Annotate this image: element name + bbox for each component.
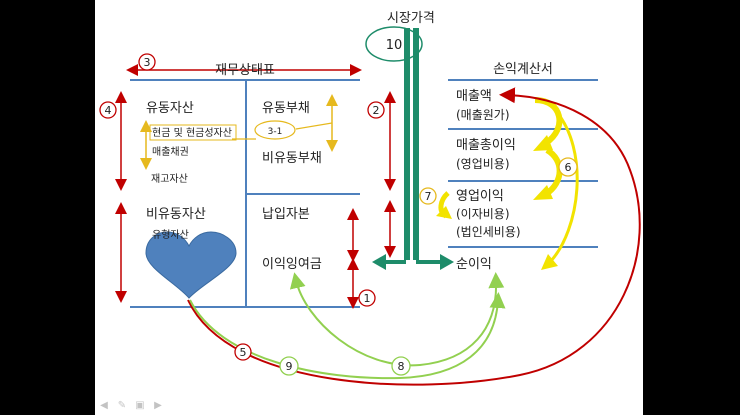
bs-paid-in-capital: 납입자본 — [262, 207, 310, 222]
label-2: 2 — [373, 104, 380, 117]
label-3: 3 — [144, 56, 151, 69]
is-tax: (법인세비용) — [456, 225, 521, 239]
cash-highlight-box — [149, 124, 237, 141]
label-3-1: 3-1 — [268, 127, 283, 137]
label-9: 9 — [286, 360, 293, 373]
yellow-arrow-7-head — [436, 206, 452, 219]
red-arrow-5 — [187, 87, 641, 386]
slide: 시장가격 10 재무상태표 유동자산 현금 및 현금성자산 매출채권 재고자산 … — [95, 0, 643, 415]
bs-cash: 현금 및 현금성자산 — [152, 127, 232, 139]
bs-inventory: 재고자산 — [151, 173, 188, 185]
label-4: 4 — [105, 104, 112, 117]
num-circle-1 — [358, 289, 376, 307]
market-price-bar-2 — [413, 28, 419, 260]
is-gross-profit: 매출총이익 — [456, 138, 516, 153]
label-7: 7 — [425, 190, 432, 203]
is-sga: (영업비용) — [456, 157, 510, 171]
bs-retained-earnings: 이익잉여금 — [262, 257, 322, 272]
label-8: 8 — [398, 360, 405, 373]
num-circle-3 — [138, 53, 156, 71]
num-circle-6 — [558, 157, 578, 177]
next-slide-icon[interactable]: ▶ — [154, 399, 162, 411]
yellow-arrow-opinc-head — [541, 254, 558, 270]
num-circle-7 — [419, 187, 437, 205]
bs-current-liabilities: 유동부채 — [262, 101, 310, 116]
num-circle-5 — [234, 343, 252, 361]
slide-menu-icon[interactable]: ▣ — [135, 399, 145, 411]
market-price-ellipse — [365, 26, 423, 62]
gold-connector-3-1b — [295, 122, 333, 130]
bs-current-assets: 유동자산 — [146, 101, 194, 116]
num-circle-9 — [279, 356, 299, 376]
green-arrow-8 — [289, 272, 505, 367]
is-operating-income: 영업이익 — [456, 189, 504, 204]
yellow-arrow-opinc — [548, 109, 579, 264]
market-to-bs-arrowhead — [372, 254, 386, 270]
slide-toolbar: ◀ ✎ ▣ ▶ — [98, 398, 164, 412]
num-circle-4 — [99, 101, 117, 119]
bs-tangible: 유형자산 — [152, 229, 189, 241]
label-1: 1 — [364, 292, 371, 305]
market-to-is-arrowhead — [440, 254, 454, 270]
label-5: 5 — [240, 346, 247, 359]
num-circle-2 — [367, 101, 385, 119]
green-arrow-9 — [189, 292, 506, 380]
heart-icon — [145, 231, 237, 299]
bs-title: 재무상태표 — [215, 63, 275, 78]
is-interest: (이자비용) — [456, 207, 510, 221]
bs-noncurrent-assets: 비유동자산 — [146, 207, 206, 222]
label-6: 6 — [565, 161, 572, 174]
is-title: 손익계산서 — [493, 62, 553, 77]
yellow-arrow-gross-head — [533, 185, 553, 200]
pen-icon[interactable]: ✎ — [117, 399, 127, 411]
financial-statements-diagram: 시장가격 10 재무상태표 유동자산 현금 및 현금성자산 매출채권 재고자산 … — [99, 11, 641, 386]
bs-receivables: 매출채권 — [152, 146, 189, 158]
num-circle-8 — [391, 356, 411, 376]
is-cogs: (매출원가) — [456, 108, 510, 122]
label-3-1-ellipse — [254, 120, 296, 140]
prev-slide-icon[interactable]: ◀ — [100, 399, 108, 411]
bs-noncurrent-liabilities: 비유동부채 — [262, 151, 322, 166]
market-price-bar — [404, 28, 410, 260]
market-price-label: 시장가격 — [387, 11, 435, 26]
is-revenue: 매출액 — [456, 89, 492, 104]
label-10: 10 — [386, 38, 403, 53]
yellow-arrow-gross — [544, 147, 563, 197]
yellow-arrow-revenue-head — [533, 135, 553, 151]
is-net-income: 순이익 — [456, 257, 492, 272]
